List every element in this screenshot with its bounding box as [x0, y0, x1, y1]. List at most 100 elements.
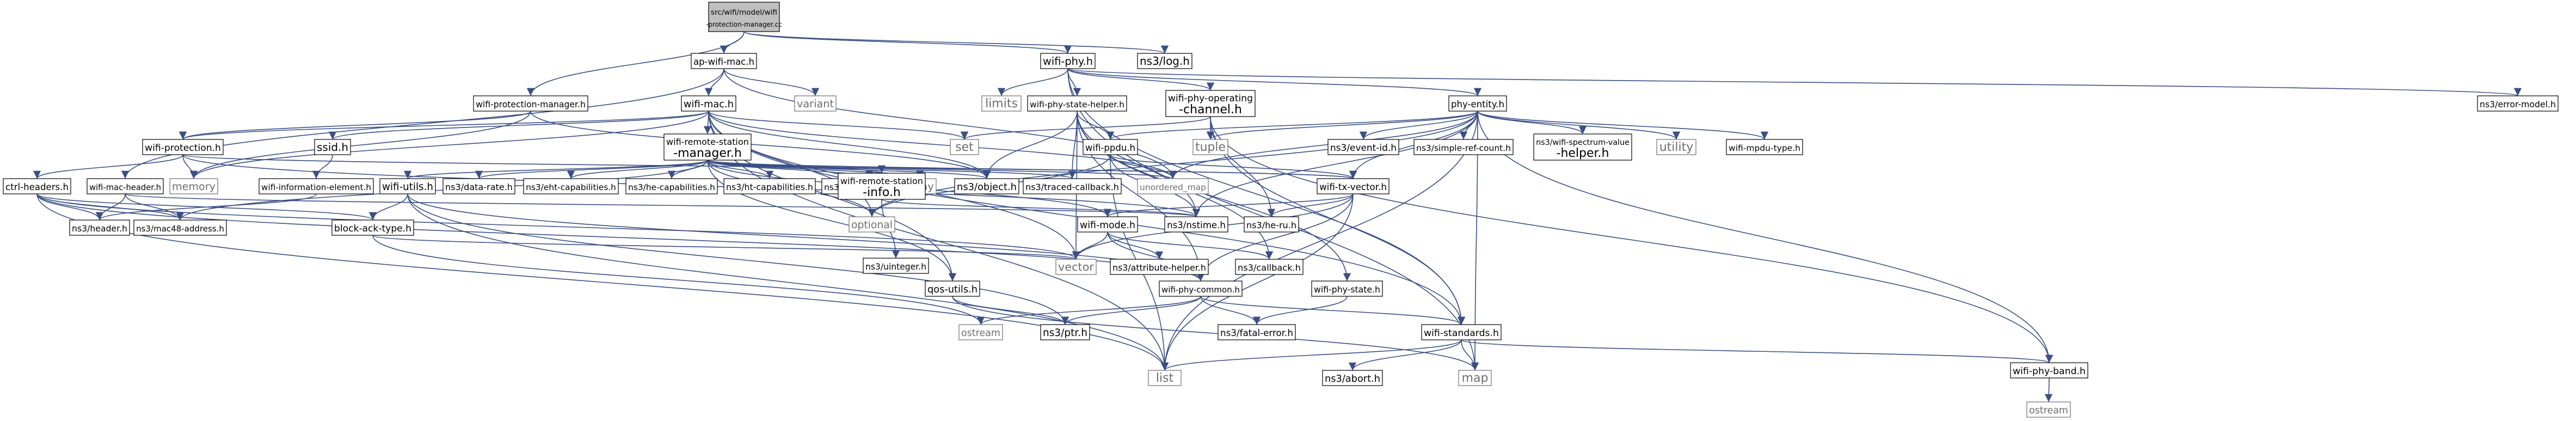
edge-wifi_utils-to-list [407, 193, 1169, 371]
node-box [625, 178, 718, 194]
edge-wifi_phy_common-to-ns3_ptr [1061, 296, 1201, 325]
node-ns3-event-id[interactable]: ns3/event-id.h [1327, 139, 1399, 155]
edge-wifi_ppdu-to-wifi_tx_vector [1110, 154, 1357, 179]
node-wifi-mac-header[interactable]: wifi-mac-header.h [87, 178, 164, 194]
node-ns3-nstime[interactable]: ns3/nstime.h [1164, 216, 1228, 233]
node-box [1148, 370, 1182, 386]
node-wifi-phy-operating-channel[interactable]: wifi-phy-operating-channel.h [1165, 90, 1256, 117]
node-box [838, 173, 926, 200]
node-label: wifi-phy-common.h [1161, 285, 1240, 295]
node-label: wifi-phy-state.h [1314, 284, 1380, 295]
node-wifi-mac[interactable]: wifi-mac.h [681, 95, 736, 112]
node-ctrl-headers[interactable]: ctrl-headers.h [3, 178, 71, 194]
node-label: wifi-phy-state-helper.h [1030, 100, 1124, 109]
node-label: optional [851, 219, 893, 231]
node-box [1311, 280, 1383, 297]
node-wifi-phy[interactable]: wifi-phy.h [1040, 53, 1096, 69]
node-wifi-mpdu-type[interactable]: wifi-mpdu-type.h [1726, 139, 1803, 155]
node-wifi-utils[interactable]: wifi-utils.h [379, 178, 436, 194]
node-label: wifi-ppdu.h [1085, 143, 1135, 153]
node-ns3-he-capabilities[interactable]: ns3/he-capabilities.h [625, 178, 718, 194]
node-ap-wifi-mac[interactable]: ap-wifi-mac.h [691, 53, 757, 69]
node-label: ns3/header.h [72, 223, 127, 234]
node-label: wifi-standards.h [1424, 328, 1499, 339]
node-label: ostream [961, 328, 1000, 339]
node-label: qos-utils.h [927, 284, 977, 295]
node-wifi-phy-state[interactable]: wifi-phy-state.h [1311, 280, 1383, 297]
node-wifi-mode[interactable]: wifi-mode.h [1077, 216, 1138, 233]
edge-wifi_protection_manager_h-to-memory [189, 111, 531, 179]
node-label: ns3/event-id.h [1330, 142, 1397, 153]
node-label: wifi-information-element.h [261, 182, 371, 192]
edge-wifi_phy_state_helper-to-ns3_nstime [1077, 111, 1201, 217]
node-ns3-data-rate[interactable]: ns3/data-rate.h [442, 178, 515, 194]
node-root[interactable]: src/wifi/model/wifi-protection-manager.c… [706, 2, 782, 32]
node-ns3-simple-ref-count[interactable]: ns3/simple-ref-count.h [1413, 139, 1514, 155]
node-ns3-ht-capabilities[interactable]: ns3/ht-capabilities.h [723, 178, 816, 194]
node-ostream-2: ostream [2026, 401, 2071, 418]
edge-wifi_phy_state_helper-to-wifi_ppdu [1077, 111, 1115, 140]
edge-wifi_information_element-to-ns3_header [96, 193, 317, 221]
node-label: ns3/wifi-spectrum-value [1536, 138, 1630, 147]
node-label: wifi-tx-vector.h [1319, 182, 1387, 192]
edge-wifi_phy_state_helper-to-wifi_phy_common [1077, 111, 1205, 282]
node-ns3-he-ru[interactable]: ns3/he-ru.h [1244, 216, 1299, 233]
node-wifi-phy-common[interactable]: wifi-phy-common.h [1159, 280, 1243, 297]
node-box [681, 95, 736, 112]
node-ns3-log[interactable]: ns3/log.h [1137, 53, 1192, 69]
node-label: ap-wifi-mac.h [693, 57, 754, 67]
node-ns3-fatal-error[interactable]: ns3/fatal-error.h [1218, 324, 1296, 340]
edge-wifi_mac-to-ssid [329, 111, 709, 140]
node-label: wifi-mac.h [684, 99, 734, 110]
node-ns3-header[interactable]: ns3/header.h [69, 219, 130, 236]
node-ns3-object[interactable]: ns3/object.h [954, 178, 1019, 194]
node-box [2026, 401, 2071, 418]
node-box [1023, 178, 1122, 194]
node-ns3-error-model[interactable]: ns3/error-model.h [2477, 95, 2559, 112]
node-ns3-eht-capabilities[interactable]: ns3/eht-capabilities.h [523, 178, 619, 194]
node-wifi-protection-h[interactable]: wifi-protection.h [142, 139, 224, 155]
node-phy-entity[interactable]: phy-entity.h [1448, 95, 1507, 112]
node-box [954, 178, 1019, 194]
edge-wifi_remote_station_manager-to-ns3_object [707, 160, 991, 179]
node-wifi-tx-vector[interactable]: wifi-tx-vector.h [1317, 178, 1390, 194]
node-wifi-protection-manager-h[interactable]: wifi-protection-manager.h [473, 95, 588, 112]
node-box [1656, 139, 1696, 155]
node-wifi-standards[interactable]: wifi-standards.h [1421, 324, 1502, 340]
edge-wifi_tx_vector-to-wifi_mode [1104, 193, 1354, 217]
node-ns3-uinteger[interactable]: ns3/uinteger.h [863, 258, 929, 274]
node-ns3-mac48-address[interactable]: ns3/mac48-address.h [133, 219, 227, 236]
node-label: wifi-protection.h [145, 143, 221, 154]
node-ns3-traced-callback[interactable]: ns3/traced-callback.h [1023, 178, 1122, 194]
edge-wifi_remote_station_manager-to-qos_utils [707, 160, 957, 282]
node-label: wifi-phy.h [1043, 55, 1093, 68]
node-ssid[interactable]: ssid.h [314, 139, 351, 155]
node-block-ack-type[interactable]: block-ack-type.h [331, 219, 414, 236]
node-wifi-information-element[interactable]: wifi-information-element.h [259, 178, 374, 194]
edge-wifi_mac-to-unordered_map [708, 111, 1177, 179]
node-wifi-phy-band[interactable]: wifi-phy-band.h [2010, 362, 2088, 379]
edge-wifi_mac_header-to-ns3_nstime [125, 193, 1200, 217]
node-box [442, 178, 515, 194]
node-box [142, 139, 224, 155]
edge-wifi_phy_common-to-ostream_1 [977, 296, 1201, 325]
node-box [1165, 90, 1256, 117]
node-box [314, 139, 351, 155]
edge-wifi_ppdu-to-unordered_map [1110, 154, 1177, 179]
node-ns3-abort[interactable]: ns3/abort.h [1322, 370, 1383, 386]
node-ns3-wifi-spectrum-value-helper[interactable]: ns3/wifi-spectrum-value-helper.h [1533, 133, 1632, 161]
node-wifi-phy-state-helper[interactable]: wifi-phy-state-helper.h [1027, 95, 1127, 112]
node-wifi-remote-station-info[interactable]: wifi-remote-station-info.h [838, 173, 926, 200]
node-wifi-remote-station-manager[interactable]: wifi-remote-station-manager.h [663, 133, 752, 161]
node-qos-utils[interactable]: qos-utils.h [925, 280, 980, 297]
node-ns3-callback[interactable]: ns3/callback.h [1235, 259, 1304, 275]
node-ns3-attribute-helper[interactable]: ns3/attribute-helper.h [1110, 259, 1209, 275]
node-list: list [1148, 370, 1182, 386]
edge-wifi_phy_operating_channel-to-wifi_phy_band [1210, 116, 2054, 363]
edge-block_ack_type-to-ostream_1 [372, 235, 985, 325]
node-wifi-ppdu[interactable]: wifi-ppdu.h [1083, 139, 1138, 155]
edge-phy_entity-to-ns3_event_id [1359, 111, 1478, 140]
node-box [1533, 133, 1632, 161]
node-box [1448, 95, 1507, 112]
node-ns3-ptr[interactable]: ns3/ptr.h [1040, 324, 1090, 340]
